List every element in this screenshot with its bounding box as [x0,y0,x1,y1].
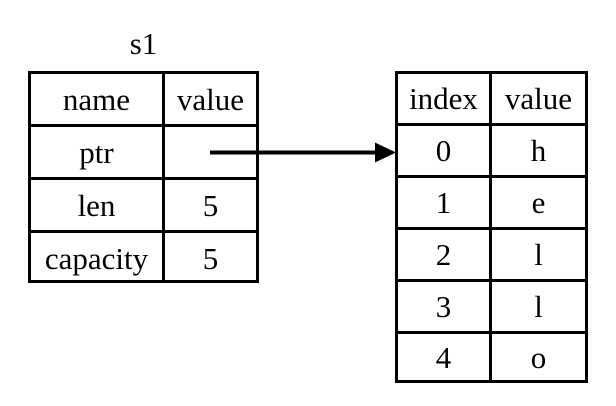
buffer-row-2: 2 l [398,230,585,282]
buffer-value-1: e [531,185,546,220]
struct-field-value-len: 5 [202,187,219,223]
buffer-index-1: 1 [398,178,492,227]
buffer-row-3: 3 l [398,282,585,334]
buffer-index-3: 3 [398,282,492,331]
buffer-table: index value 0 h 1 e 2 l 3 l 4 o [395,71,588,383]
struct-row-capacity: capacity 5 [31,233,256,283]
struct-header-value: value [176,81,245,117]
struct-field-name-ptr: ptr [31,127,165,177]
struct-row-ptr: ptr [31,127,256,180]
struct-variable-label: s1 [129,26,158,61]
buffer-value-4: o [530,340,547,375]
buffer-table-header-row: index value [398,74,585,126]
struct-header-name: name [31,74,165,124]
buffer-row-4: 4 o [398,334,585,381]
buffer-row-1: 1 e [398,178,585,230]
buffer-header-index: index [398,74,492,123]
buffer-header-value: value [504,81,573,116]
struct-table: name value ptr len 5 capacity 5 [28,71,259,283]
buffer-index-4: 4 [398,334,492,381]
struct-field-name-len: len [31,180,165,230]
struct-table-header-row: name value [31,74,256,127]
buffer-value-3: l [534,289,543,324]
pointer-arrow-head [375,142,396,163]
struct-field-value-capacity: 5 [202,240,219,276]
struct-field-name-capacity: capacity [31,233,165,283]
buffer-row-0: 0 h [398,126,585,178]
struct-row-len: len 5 [31,180,256,233]
buffer-index-0: 0 [398,126,492,175]
buffer-value-0: h [530,133,547,168]
buffer-value-2: l [534,237,543,272]
buffer-index-2: 2 [398,230,492,279]
struct-field-value-ptr [165,127,256,177]
